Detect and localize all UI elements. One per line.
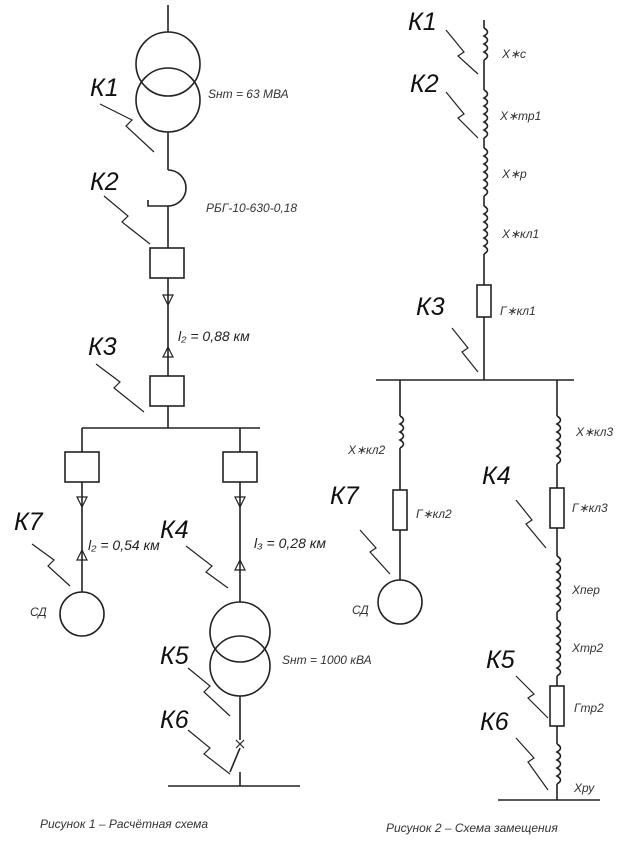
eq-fault-arrow-k7: [359, 529, 391, 575]
fault-point-k1-label: К1: [90, 74, 119, 102]
main-transformer-winding2: [135, 67, 201, 133]
fault-arrow-k3: [95, 363, 145, 413]
inductor-x-ru: [555, 743, 562, 785]
inductor-x-tr2: [555, 619, 562, 677]
inductor-x-tr1: [482, 89, 489, 139]
inductor-x-kl2: [398, 415, 405, 449]
inductor-x-r: [482, 147, 489, 197]
label-r-kl3: Г∗кл3: [572, 501, 608, 515]
resistor-r-tr2: [549, 685, 565, 727]
transformer1-rating: Sнт = 63 МВА: [208, 87, 289, 101]
resistor-r-kl2: [392, 489, 408, 531]
fault-point-k3-label: К3: [88, 333, 117, 361]
breaker-3: [64, 451, 100, 483]
eq-fault-arrow-k3: [451, 327, 479, 373]
label-x-ru: Xру: [573, 781, 595, 795]
cable-terminal-up-2: [76, 548, 88, 561]
label-r-tr2: Гтр2: [574, 701, 604, 715]
fault-point-k5-label: К5: [160, 642, 189, 670]
eq-synchronous-motor: [377, 579, 423, 625]
workshop-transformer-winding2: [209, 635, 271, 697]
main-transformer-winding1: [135, 31, 201, 97]
eq-fault-point-k6-label: К6: [480, 708, 509, 736]
inductor-x-per: [555, 555, 562, 613]
label-r-kl2: Г∗кл2: [416, 507, 452, 521]
eq-fault-point-k1-label: К1: [408, 8, 437, 36]
label-x-r: X∗р: [501, 167, 527, 181]
label-x-kl1: X∗кл1: [501, 227, 539, 241]
transformer2-rating: Sнт = 1000 кВА: [282, 653, 372, 667]
line3-length: l₃ = 0,28 км: [254, 535, 326, 551]
fault-point-k6-label: К6: [160, 706, 189, 734]
label-r-kl1: Г∗кл1: [500, 304, 536, 318]
eq-fault-arrow-k2: [445, 91, 479, 139]
fault-arrow-k4: [185, 545, 229, 589]
workshop-transformer-winding1: [209, 601, 271, 663]
cable-terminal-down-2: [76, 496, 88, 509]
breaker-4: [222, 451, 258, 483]
eq-fault-arrow-k4: [515, 499, 547, 549]
eq-motor-label: СД: [352, 603, 369, 617]
fault-point-k7-label: К7: [14, 508, 44, 536]
figure2-caption: Рисунок 2 – Схема замещения: [386, 821, 558, 835]
eq-fault-arrow-k5: [515, 675, 549, 719]
cable-terminal-up-1: [162, 345, 174, 358]
resistor-r-kl3: [549, 487, 565, 529]
switch-blade: [229, 747, 241, 773]
fault-arrow-k7: [31, 543, 71, 587]
breaker-1: [149, 247, 185, 279]
figure1-calculation-scheme: К1 К2 К3 К4 К5 К6 К7 Sнт = 63 МВА РБГ-10…: [14, 5, 372, 831]
eq-fault-point-k5-label: К5: [486, 646, 515, 674]
resistor-r-kl1: [476, 284, 492, 318]
figure1-caption: Рисунок 1 – Расчётная схема: [40, 817, 208, 831]
label-x-tr1: X∗тр1: [499, 109, 541, 123]
label-x-kl2: X∗кл2: [347, 443, 385, 457]
fault-arrow-k2: [103, 195, 151, 245]
fault-arrow-k5: [187, 667, 231, 717]
fault-arrow-k1: [99, 103, 155, 153]
inductor-x-kl3: [555, 415, 562, 465]
inductor-x-c: [482, 27, 489, 61]
motor-label-fig1: СД: [30, 605, 47, 619]
label-x-per: Xпер: [571, 583, 600, 597]
eq-fault-point-k3-label: К3: [416, 293, 445, 321]
fault-point-k4-label: К4: [160, 516, 189, 544]
synchronous-motor: [59, 591, 105, 637]
inductor-x-kl1: [482, 205, 489, 255]
cable-terminal-up-3: [234, 558, 246, 571]
line2-length: l₂ = 0,54 км: [88, 537, 160, 553]
label-x-tr2: Xтр2: [571, 641, 604, 655]
eq-fault-arrow-k6: [515, 737, 549, 791]
reactor-type: РБГ-10-630-0,18: [206, 201, 297, 215]
reactor-symbol: [147, 169, 187, 207]
eq-fault-point-k7-label: К7: [330, 482, 360, 510]
line1-length: l₂ = 0,88 км: [178, 328, 250, 344]
breaker-2: [149, 375, 185, 407]
label-x-kl3: X∗кл3: [575, 425, 613, 439]
fault-arrow-k6: [187, 729, 231, 775]
label-x-c: X∗с: [501, 47, 526, 61]
figure2-equivalent-circuit: К1 К2 К3 К4 К5 К6 К7 X∗с X∗тр1 X∗р X∗кл1…: [330, 8, 613, 835]
switch-fixed-contact: [235, 739, 245, 749]
cable-terminal-down-3: [234, 496, 246, 509]
fault-point-k2-label: К2: [90, 168, 119, 196]
eq-fault-arrow-k1: [445, 29, 479, 75]
eq-fault-point-k2-label: К2: [410, 70, 439, 98]
eq-fault-point-k4-label: К4: [482, 462, 511, 490]
cable-terminal-down-1: [162, 294, 174, 307]
